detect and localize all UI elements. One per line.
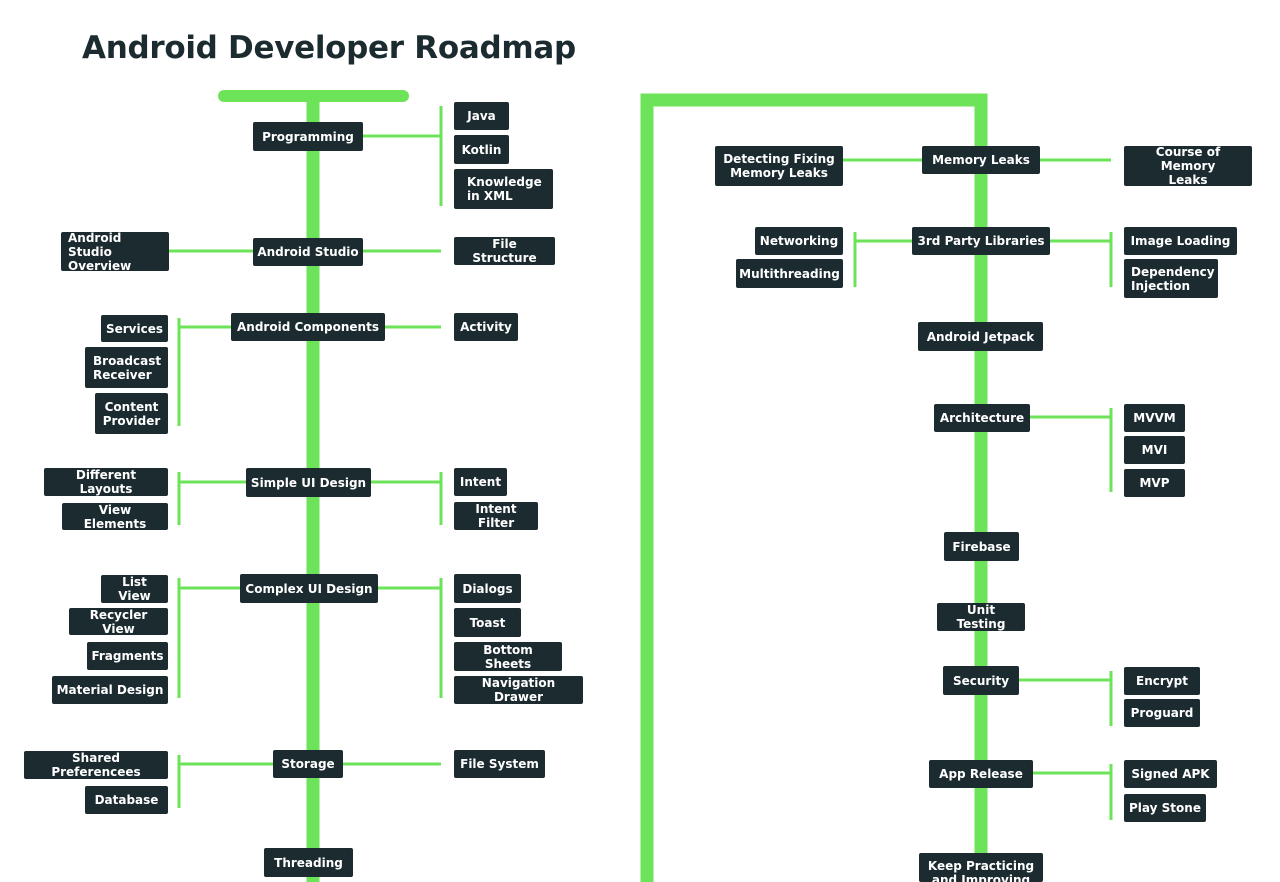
node-course-memory-leaks[interactable]: Course of Memory Leaks	[1124, 145, 1252, 187]
node-architecture[interactable]: Architecture	[934, 404, 1030, 432]
node-database[interactable]: Database	[85, 786, 168, 814]
node-memory-leaks[interactable]: Memory Leaks	[922, 146, 1040, 174]
node-knowledge-xml[interactable]: Knowledge in XML	[454, 169, 553, 209]
node-file-system[interactable]: File System	[454, 750, 545, 778]
node-firebase[interactable]: Firebase	[944, 532, 1019, 561]
node-mvi[interactable]: MVI	[1124, 436, 1185, 464]
node-dialogs[interactable]: Dialogs	[454, 574, 521, 603]
node-android-jetpack[interactable]: Android Jetpack	[918, 322, 1043, 351]
node-image-loading[interactable]: Image Loading	[1124, 227, 1237, 255]
node-navigation-drawer[interactable]: Navigation Drawer	[454, 676, 583, 704]
node-networking[interactable]: Networking	[755, 227, 843, 255]
node-mvp[interactable]: MVP	[1124, 469, 1185, 497]
node-broadcast-receiver[interactable]: Broadcast Receiver	[85, 347, 168, 388]
node-unit-testing[interactable]: Unit Testing	[937, 603, 1025, 631]
node-proguard[interactable]: Proguard	[1124, 699, 1200, 727]
node-activity[interactable]: Activity	[454, 313, 518, 341]
node-security[interactable]: Security	[943, 666, 1019, 695]
node-java[interactable]: Java	[454, 102, 509, 130]
node-android-studio-overview[interactable]: Android Studio Overview	[61, 231, 169, 273]
node-bottom-sheets[interactable]: Bottom Sheets	[454, 642, 562, 671]
node-complex-ui-design[interactable]: Complex UI Design	[240, 574, 378, 603]
node-shared-preferences[interactable]: Shared Preferencees	[24, 751, 168, 779]
node-dependency-injection[interactable]: Dependency Injection	[1124, 259, 1218, 298]
node-threading[interactable]: Threading	[264, 848, 353, 877]
node-different-layouts[interactable]: Different Layouts	[44, 468, 168, 496]
node-simple-ui-design[interactable]: Simple UI Design	[246, 468, 371, 497]
node-detecting-fixing-memory-leaks[interactable]: Detecting Fixing Memory Leaks	[715, 146, 843, 186]
node-android-components[interactable]: Android Components	[231, 313, 385, 341]
node-file-structure[interactable]: File Structure	[454, 237, 555, 265]
node-app-release[interactable]: App Release	[929, 760, 1033, 788]
node-intent-filter[interactable]: Intent Filter	[454, 502, 538, 530]
node-view-elements[interactable]: View Elements	[62, 503, 168, 531]
node-services[interactable]: Services	[101, 315, 168, 342]
node-encrypt[interactable]: Encrypt	[1124, 667, 1200, 695]
node-list-view[interactable]: List View	[101, 575, 168, 603]
node-keep-practicing[interactable]: Keep Practicing and Improving	[919, 853, 1043, 882]
node-material-design[interactable]: Material Design	[52, 676, 168, 704]
node-fragments[interactable]: Fragments	[87, 642, 168, 670]
node-recycler-view[interactable]: Recycler View	[69, 608, 168, 636]
node-play-stone[interactable]: Play Stone	[1124, 794, 1206, 822]
connector-track	[640, 93, 988, 882]
node-multithreading[interactable]: Multithreading	[736, 259, 843, 288]
node-programming[interactable]: Programming	[253, 122, 363, 151]
branch-lines	[169, 106, 1113, 820]
node-intent[interactable]: Intent	[454, 468, 507, 496]
node-toast[interactable]: Toast	[454, 608, 521, 637]
node-android-studio[interactable]: Android Studio	[253, 238, 363, 266]
node-kotlin[interactable]: Kotlin	[454, 135, 509, 164]
node-3rd-party-libraries[interactable]: 3rd Party Libraries	[912, 227, 1050, 255]
node-mvvm[interactable]: MVVM	[1124, 404, 1185, 432]
node-content-provider[interactable]: Content Provider	[95, 393, 168, 434]
page-title: Android Developer Roadmap	[82, 30, 576, 66]
node-storage[interactable]: Storage	[273, 750, 343, 778]
node-signed-apk[interactable]: Signed APK	[1124, 760, 1217, 788]
